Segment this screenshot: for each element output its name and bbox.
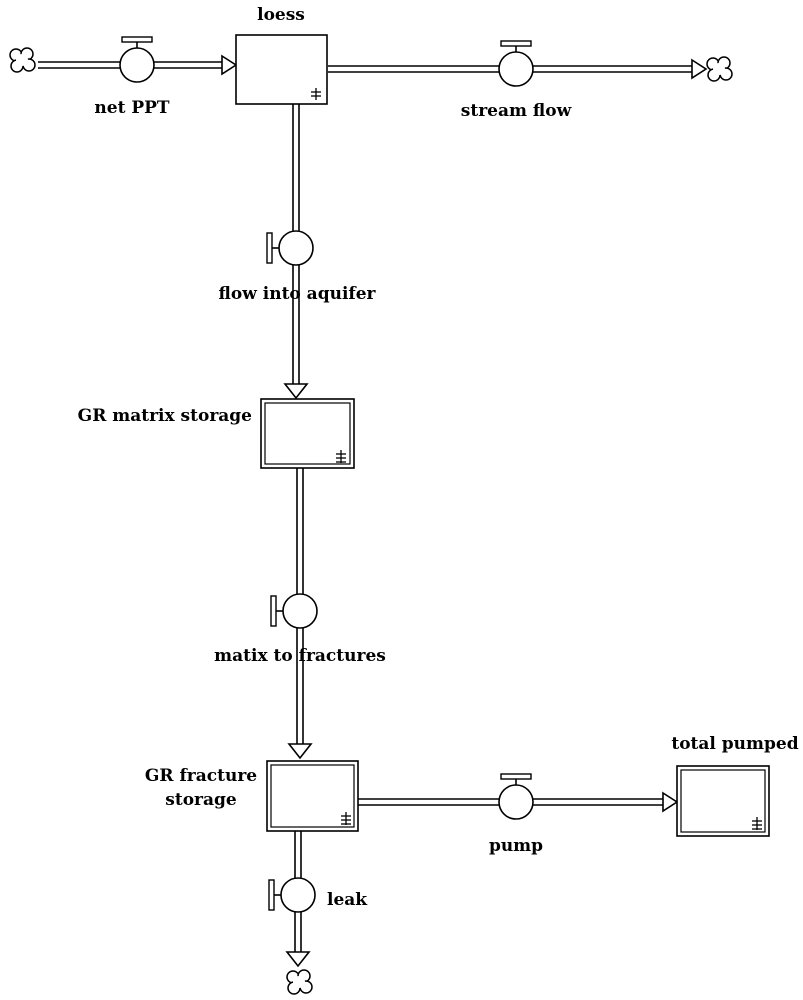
flow-valve-leak[interactable] [268, 877, 316, 913]
arrowhead-matix-to-fractures [287, 743, 313, 760]
cloud-sink-icon [706, 56, 733, 82]
flow-valve-pump[interactable] [498, 773, 534, 820]
stock-total-pumped[interactable] [676, 765, 770, 837]
stock-glyph-icon [336, 450, 346, 463]
stock-loess[interactable] [235, 34, 328, 105]
stock-total-pumped-label: total pumped [671, 734, 798, 754]
flow-valve-net-ppt[interactable] [119, 36, 155, 83]
flow-matix-to-fractures-label: matix to fractures [214, 646, 386, 666]
stock-gr-matrix-storage[interactable] [260, 398, 355, 469]
flow-valve-stream-flow[interactable] [498, 40, 534, 87]
arrowhead-leak [285, 951, 311, 968]
flow-flow-into-aquifer-label: flow into aquifer [219, 284, 377, 304]
flow-valve-matix-to-fractures[interactable] [270, 593, 318, 629]
pipe-edges [38, 61, 694, 954]
flow-valve-flow-into-aquifer[interactable] [266, 230, 314, 266]
cloud-leak-sink-icon [286, 969, 313, 995]
stock-loess-label: loess [257, 5, 305, 25]
stock-gr-fracture-storage[interactable] [266, 760, 359, 832]
stock-glyph-icon [341, 812, 351, 825]
stock-glyph-icon [311, 88, 321, 100]
stock-gr-fracture-storage-label-line2: storage [165, 790, 237, 810]
arrowhead-flow-into-aquifer [283, 383, 309, 400]
stock-gr-fracture-storage-label-line1: GR fracture [145, 766, 257, 786]
stock-gr-matrix-storage-label: GR matrix storage [78, 406, 253, 426]
cloud-source-icon [9, 47, 36, 73]
stock-glyph-icon [752, 817, 762, 830]
arrowhead-stream-flow [691, 58, 708, 80]
flow-pump-label: pump [489, 836, 543, 856]
arrowhead-pump [662, 791, 679, 813]
flow-net-ppt-label: net PPT [94, 98, 170, 118]
arrowhead-net-ppt [221, 54, 238, 76]
flow-stream-flow-label: stream flow [461, 101, 572, 121]
flow-leak-label: leak [327, 890, 368, 910]
